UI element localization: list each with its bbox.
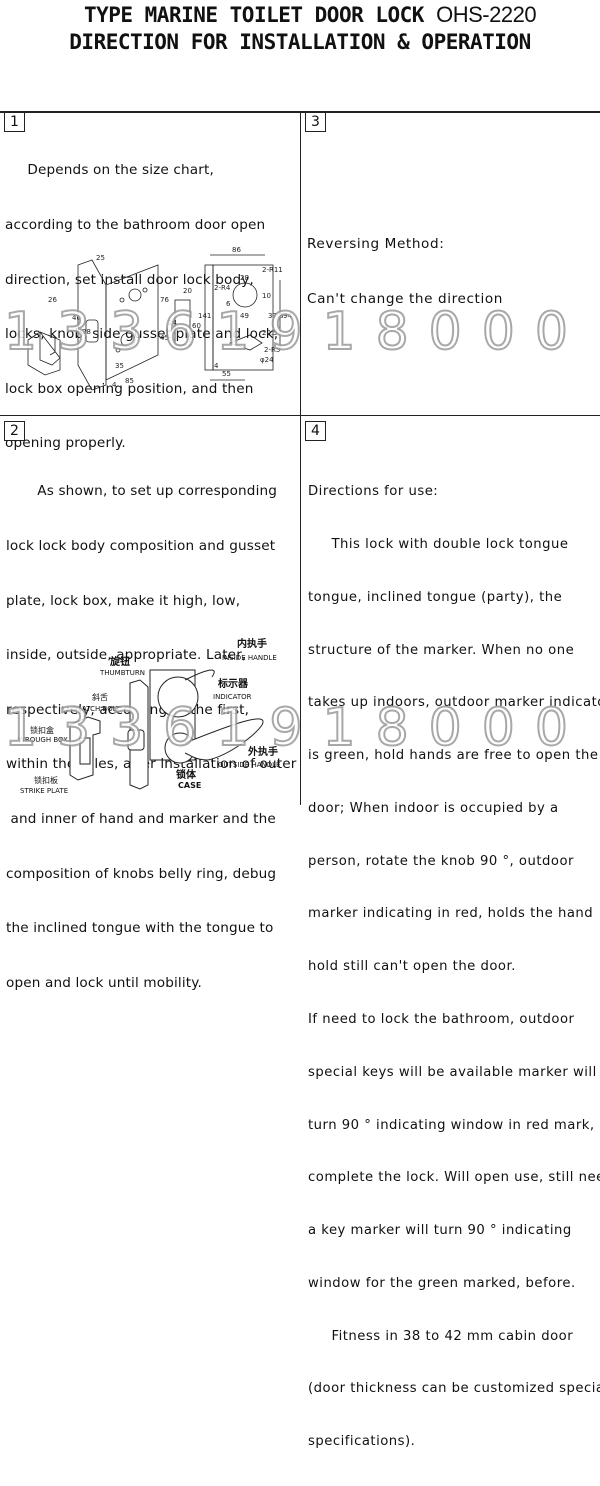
dim-label: 24 xyxy=(168,319,177,327)
label-case: CASE xyxy=(178,781,201,790)
label-latch-bolt-cn: 斜舌 xyxy=(92,692,108,702)
watermark-phone: 13361918000 xyxy=(3,301,588,363)
dim-label: 141 xyxy=(198,312,211,320)
dim-label: 28 xyxy=(240,274,249,282)
text-line: complete the lock. Will open use, still … xyxy=(308,1170,600,1186)
section-number: 4 xyxy=(305,421,326,441)
label-inside-handle: INSIDE HANDLE xyxy=(222,654,277,662)
dim-label: 49 xyxy=(240,312,249,320)
dim-label: 2-R11 xyxy=(262,266,283,274)
dim-label: 94 xyxy=(283,312,292,320)
label-indicator-cn: 标示器 xyxy=(217,677,249,690)
text-line: inside, outside, appropriate. Later, xyxy=(6,647,247,664)
dim-label: 45 xyxy=(160,334,169,342)
document-title: TYPE MARINE TOILET DOOR LOCK OHS-2220 xyxy=(10,2,600,28)
label-latch-bolt: LATCH BOLT xyxy=(78,705,121,713)
divider-vertical xyxy=(300,111,301,805)
text-line: Depends on the size chart, xyxy=(5,162,214,179)
dim-label: 37.8 xyxy=(268,312,284,320)
text-line: takes up indoors, outdoor marker indicat… xyxy=(308,695,600,711)
label-wrough-box-cn: 锁扣盒 xyxy=(30,725,54,735)
text-line: As shown, to set up corresponding xyxy=(6,483,278,500)
label-thumbturn-cn: 旋钮 xyxy=(109,655,130,668)
label-wrough-box: WROUGH BOX xyxy=(18,736,68,744)
document-subtitle: DIRECTION FOR INSTALLATION & OPERATION xyxy=(69,30,531,54)
dim-label: 20 xyxy=(183,287,192,295)
dim-label: 35 xyxy=(115,362,124,370)
label-outside-handle-cn: 外执手 xyxy=(247,745,278,758)
text-line: according to the bathroom door open xyxy=(5,217,266,233)
text-line: plate, lock box, make it high, low, xyxy=(6,592,241,609)
dim-label: 2-R4 xyxy=(214,284,231,292)
text-line: hold still can't open the door. xyxy=(308,959,516,975)
label-outside-handle: OUTSIDE HANDLE xyxy=(218,761,280,769)
text-line: structure of the marker. When no one xyxy=(308,642,575,658)
text-line: lock lock body composition and gusset xyxy=(6,538,276,554)
text-line: If need to lock the bathroom, outdoor xyxy=(308,1012,575,1027)
text-line: Directions for use: xyxy=(308,484,439,500)
section-number: 1 xyxy=(4,113,25,132)
text-line: turn 90 ° indicating window in red mark, xyxy=(308,1117,595,1133)
dim-label: 4 xyxy=(214,362,219,370)
label-thumbturn: THUMBTURN xyxy=(99,669,145,677)
label-strike-plate-cn: 锁扣板 xyxy=(34,775,58,785)
section-number: 2 xyxy=(4,421,25,441)
dim-label: 55 xyxy=(222,370,231,378)
text-line: marker indicating in red, holds the hand xyxy=(308,906,594,922)
dim-label: 26 xyxy=(48,296,57,304)
text-line: tongue, inclined tongue (party), the xyxy=(308,589,563,605)
dim-label: 6 xyxy=(226,300,231,308)
text-line: window for the green marked, before. xyxy=(308,1275,576,1291)
text-line: a key marker will turn 90 ° indicating xyxy=(308,1223,572,1239)
dim-label: 20.5 xyxy=(262,329,278,337)
section-text: Depends on the size chart, according to … xyxy=(5,125,278,489)
section-text: Directions for use: This lock with doubl… xyxy=(308,448,600,1486)
dim-label: 40 xyxy=(72,314,81,322)
divider-horizontal xyxy=(0,415,600,416)
label-inside-handle-cn: 内执手 xyxy=(237,637,267,650)
text-line: and inner of hand and marker and the xyxy=(6,810,276,827)
text-line: the inclined tongue with the tongue to xyxy=(6,920,274,937)
watermark-phone: 13361918000 xyxy=(3,697,588,759)
dim-label: 4 xyxy=(112,381,117,389)
text-line: direction, set install door lock body, xyxy=(5,271,254,288)
section-text: Reversing Method: Can't change the direc… xyxy=(307,199,503,345)
dim-label: 86 xyxy=(232,246,241,254)
section-number: 3 xyxy=(305,113,326,132)
dimension-drawing: 26 25 40 28 20 76 24 60 45 35 4 85 86 28… xyxy=(27,246,292,391)
dim-label: 10 xyxy=(262,292,271,300)
text-line: door; When indoor is occupied by a xyxy=(308,800,559,816)
text-line: Fitness in 38 to 42 mm cabin door xyxy=(308,1328,574,1344)
label-strike-plate: STRIKE PLATE xyxy=(20,787,68,795)
text-line: special keys will be available marker wi… xyxy=(308,1064,597,1080)
text-line: (door thickness can be customized specia… xyxy=(308,1381,600,1397)
dim-label: 76 xyxy=(160,296,169,304)
dim-label: 2-R5 xyxy=(264,346,280,354)
text-line: Reversing Method: xyxy=(307,236,445,253)
text-line: is green, hold hands are free to open th… xyxy=(308,748,599,764)
text-line: specifications). xyxy=(308,1434,416,1450)
text-line: This lock with double lock tongue xyxy=(308,536,569,552)
dim-label: 85 xyxy=(125,377,134,385)
text-line: Can't change the direction xyxy=(307,291,503,307)
dim-label: 25 xyxy=(96,254,105,262)
text-line: open and lock until mobility. xyxy=(6,974,202,991)
dim-label: 28 xyxy=(82,328,91,336)
model-number: OHS-2220 xyxy=(436,2,537,27)
label-indicator: INDICATOR xyxy=(213,693,252,701)
title-main: TYPE MARINE TOILET DOOR LOCK xyxy=(83,3,425,27)
exploded-view-drawing: 旋钮 THUMBTURN 内执手 INSIDE HANDLE 标示器 INDIC… xyxy=(18,637,280,795)
text-line: composition of knobs belly ring, debug xyxy=(6,865,277,882)
text-line: person, rotate the knob 90 °, outdoor xyxy=(308,853,574,869)
dim-label: 60 xyxy=(192,322,201,330)
dim-label: φ24 xyxy=(260,356,274,364)
label-case-cn: 锁体 xyxy=(176,768,197,781)
